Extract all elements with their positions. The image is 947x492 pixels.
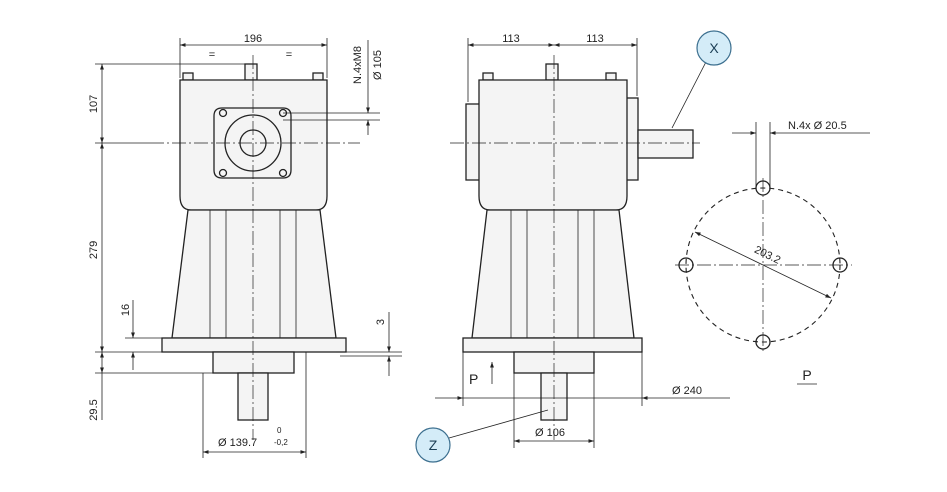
shaft-tol-lower: -0,2 (274, 438, 288, 447)
flange-hole-left (678, 257, 694, 273)
side-breather-plug (545, 63, 559, 81)
front-bolt-hole (218, 168, 228, 178)
flange-view-p: N.4x Ø 20.5 203.2 P (675, 120, 870, 385)
pcd-203-2: 203.2 (752, 244, 782, 267)
dim-flange-thickness-16: 16 (120, 304, 132, 316)
dim-right-113: 113 (586, 33, 604, 45)
callout-x-leader (671, 57, 709, 129)
dim-width-196: 196 (244, 33, 262, 45)
side-top-bolt-right (605, 72, 617, 81)
equal-mark-right: = (286, 49, 292, 61)
dim-shaft-length-29-5: 29.5 (88, 399, 100, 420)
front-pilot (212, 351, 295, 374)
top-breather-plug (244, 63, 258, 81)
side-view (450, 55, 700, 440)
callout-x-label: X (709, 40, 719, 56)
side-base-flange (462, 337, 643, 353)
callouts: X Z (415, 30, 732, 463)
flange-hole-right (832, 257, 848, 273)
callout-z-bubble (415, 427, 451, 463)
front-cone-body (171, 209, 337, 339)
hole-spec: N.4x Ø 20.5 (788, 120, 847, 132)
dim-left-113: 113 (502, 33, 520, 45)
top-bolt-left (182, 72, 194, 81)
front-dimensions: 196 = = 107 279 29.5 16 3 N.4xM8 (88, 33, 402, 458)
front-view (150, 55, 360, 440)
flange-diameter-240: Ø 240 (672, 385, 702, 397)
shaft-diameter-139-7: Ø 139.7 (218, 437, 257, 449)
dim-gap-3: 3 (375, 319, 387, 325)
callout-z-leader (448, 409, 549, 439)
side-cone-body (471, 209, 635, 339)
front-bolt-hole (218, 108, 228, 118)
dim-body-height-279: 279 (88, 241, 100, 259)
top-bolt-right (312, 72, 324, 81)
side-upper-housing (478, 79, 628, 211)
view-marker-p: P (469, 371, 478, 387)
side-input-shaft (637, 129, 694, 159)
bolt-circle-105: Ø 105 (372, 50, 384, 80)
callout-z-label: Z (429, 437, 438, 453)
side-boss-right (625, 97, 639, 181)
shaft-tol-upper: 0 (277, 426, 282, 435)
side-dimensions: 113 113 Ø 240 Ø 106 P (435, 33, 730, 448)
pilot-diameter-106: Ø 106 (535, 427, 565, 439)
bolt-spec-n4xm8: N.4xM8 (352, 46, 364, 84)
view-label-p: P (802, 367, 811, 383)
callout-x-bubble (696, 30, 732, 66)
front-input-flange (213, 107, 292, 179)
dim-top-height-107: 107 (88, 95, 100, 113)
front-base-flange (161, 337, 347, 353)
equal-mark-left: = (209, 49, 215, 61)
side-top-bolt-left (482, 72, 494, 81)
flange-hole-bottom (755, 334, 771, 350)
side-boss-left (465, 103, 481, 181)
front-bolt-hole (278, 168, 288, 178)
